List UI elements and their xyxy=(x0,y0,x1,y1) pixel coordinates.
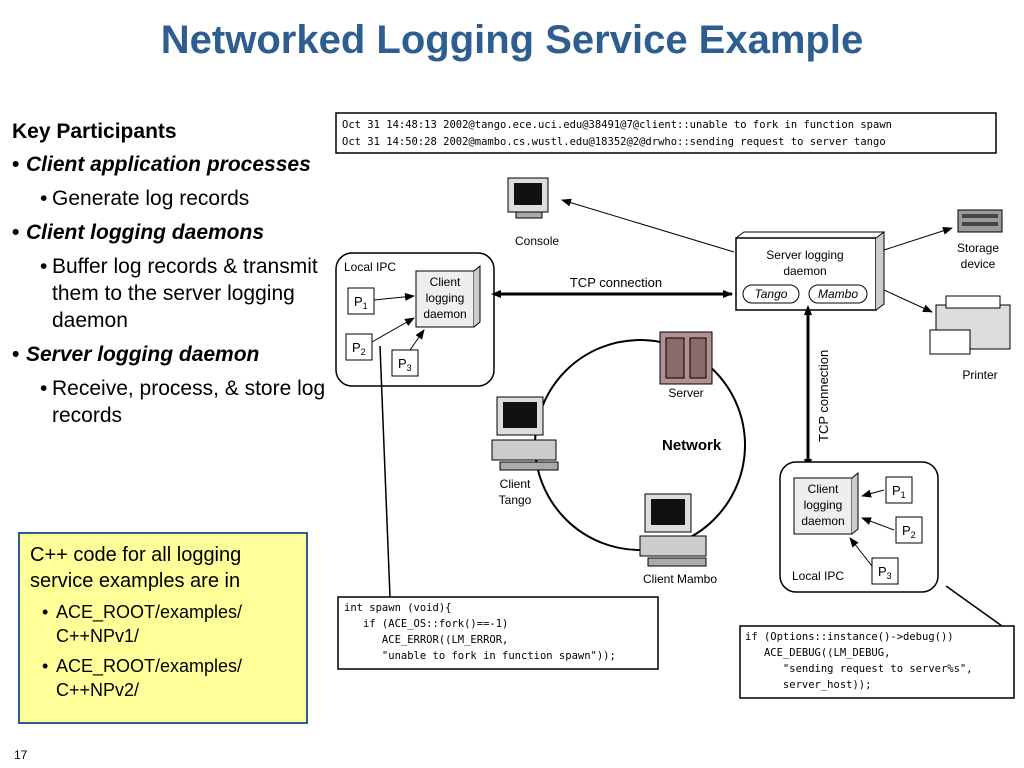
code-box-debug xyxy=(739,625,1015,699)
network-label: Network xyxy=(662,437,722,454)
process-p3-top xyxy=(391,349,419,377)
process-p1-top xyxy=(347,287,375,315)
code-location-note: C++ code for all logging service example… xyxy=(18,532,308,724)
code-right-line1: if (Options::instance()->debug()) xyxy=(745,631,954,643)
bullet-client-apps: Client application processes xyxy=(12,151,327,178)
tcp-connection-label: TCP connection xyxy=(570,275,662,290)
code-right-line4: server_host)); xyxy=(745,679,871,691)
note-item-npv2: ACE_ROOT/examples/ C++NPv2/ xyxy=(30,654,296,702)
storage-label-line2: device xyxy=(961,257,996,271)
local-ipc-label-bottom: Local IPC xyxy=(792,569,844,583)
sub-bullet-generate: Generate log records xyxy=(12,185,327,212)
code-right-line2: ACE_DEBUG((LM_DEBUG, xyxy=(745,647,890,659)
mambo-pill-label: Mambo xyxy=(818,287,858,301)
note-text: C++ code for all logging service example… xyxy=(30,544,242,592)
page-number: 17 xyxy=(14,748,28,762)
client-daemon-bottom-line2: logging xyxy=(804,498,843,512)
bullet-server-daemon: Server logging daemon xyxy=(12,341,327,368)
tcp-connection-vertical-label: TCP connection xyxy=(816,350,831,442)
code-left-line2: if (ACE_OS::fork()==-1) xyxy=(344,618,508,630)
key-participants-heading: Key Participants xyxy=(12,120,177,143)
tango-pill xyxy=(742,284,800,304)
client-mambo-icon xyxy=(639,493,707,567)
process-p2-bottom xyxy=(895,516,923,544)
local-ipc-label-top: Local IPC xyxy=(344,260,396,274)
log-line-2: Oct 31 14:50:28 2002@mambo.cs.wustl.edu@… xyxy=(342,136,886,148)
key-participants: Key Participants Client application proc… xyxy=(12,118,327,436)
console-icon xyxy=(507,177,549,219)
console-label: Console xyxy=(515,234,559,248)
code-right-line3: "sending request to server%s", xyxy=(745,663,973,675)
printer-label: Printer xyxy=(962,368,997,382)
server-daemon-line1: Server logging xyxy=(766,248,843,262)
client-daemon-bottom-line3: daemon xyxy=(801,514,844,528)
client-daemon-top-line1: Client xyxy=(430,275,461,289)
code-box-spawn xyxy=(337,596,659,670)
client-daemon-bottom-line1: Client xyxy=(808,482,839,496)
process-p2-top xyxy=(345,333,373,361)
storage-device-icon xyxy=(957,209,1003,233)
storage-label-line1: Storage xyxy=(957,241,999,255)
client-tango-icon xyxy=(491,396,559,471)
sub-bullet-receive: Receive, process, & store log records xyxy=(12,375,327,429)
code-left-line1: int spawn (void){ xyxy=(344,602,451,614)
tango-pill-label: Tango xyxy=(755,287,788,301)
client-daemon-top-line3: daemon xyxy=(423,307,466,321)
mambo-pill xyxy=(808,284,868,304)
server-icon xyxy=(659,331,713,385)
client-daemon-top-line2: logging xyxy=(426,291,465,305)
log-output-box: Oct 31 14:48:13 2002@tango.ece.uci.edu@3… xyxy=(335,112,997,154)
client-daemon-top xyxy=(415,264,481,328)
slide-title: Networked Logging Service Example xyxy=(160,18,864,62)
code-left-line4: "unable to fork in function spawn")); xyxy=(344,650,616,662)
printer-icon xyxy=(929,295,1011,355)
bullet-client-daemons: Client logging daemons xyxy=(12,219,327,246)
server-daemon-line2: daemon xyxy=(783,264,826,278)
code-left-line3: ACE_ERROR((LM_ERROR, xyxy=(344,634,508,646)
log-line-1: Oct 31 14:48:13 2002@tango.ece.uci.edu@3… xyxy=(342,119,892,131)
client-tango-line1: Client xyxy=(500,477,531,491)
process-p3-bottom xyxy=(871,557,899,585)
client-mambo-label: Client Mambo xyxy=(643,572,717,586)
process-p1-bottom xyxy=(885,476,913,504)
client-daemon-bottom xyxy=(793,471,859,535)
server-label: Server xyxy=(668,386,703,400)
sub-bullet-buffer: Buffer log records & transmit them to th… xyxy=(12,253,327,334)
client-tango-line2: Tango xyxy=(499,493,532,507)
note-item-npv1: ACE_ROOT/examples/ C++NPv1/ xyxy=(30,600,296,648)
